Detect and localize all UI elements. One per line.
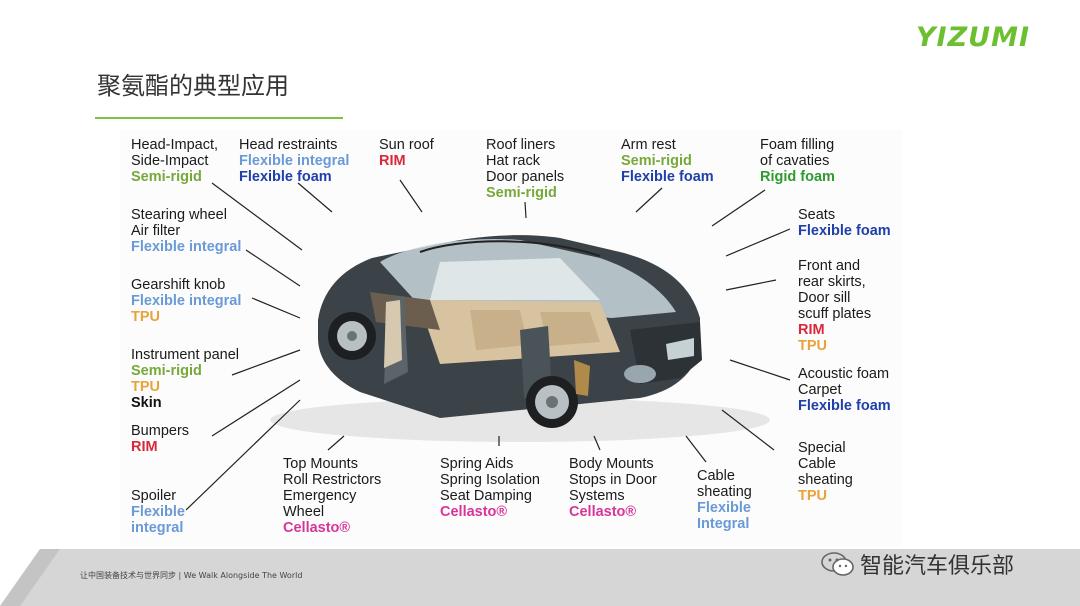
- label-text: Seat Damping: [440, 488, 532, 504]
- label-text: Gearshift knob: [131, 277, 226, 293]
- label-gearshift-knob: Gearshift knob Flexible integral TPU: [131, 277, 241, 325]
- label-cable-sheating: Cable sheating Flexible Integral: [697, 468, 752, 532]
- label-text: Emergency: [283, 488, 357, 504]
- label-text: Spring Aids: [440, 456, 514, 472]
- label-text: Side-Impact: [131, 153, 209, 169]
- label-text: Spring Isolation: [440, 472, 540, 488]
- material-semi-rigid: Semi-rigid: [621, 153, 692, 169]
- label-body-mounts: Body Mounts Stops in Door Systems Cellas…: [569, 456, 657, 520]
- brand-logo: YIZUMI: [916, 22, 1031, 53]
- material-tpu: TPU: [131, 309, 160, 325]
- label-text: Door sill: [798, 290, 851, 306]
- label-head-impact: Head-Impact, Side-Impact Semi-rigid: [131, 137, 218, 185]
- material-rigid-foam: Rigid foam: [760, 169, 835, 185]
- label-text: Bumpers: [131, 423, 190, 439]
- material-flexible-foam: Flexible foam: [239, 169, 332, 185]
- material-rim: RIM: [798, 322, 825, 338]
- material-flexible-integral: Integral: [697, 516, 750, 532]
- material-semi-rigid: Semi-rigid: [486, 185, 557, 201]
- label-text: Air filter: [131, 223, 181, 239]
- label-top-mounts: Top Mounts Roll Restrictors Emergency Wh…: [283, 456, 381, 536]
- label-text: Top Mounts: [283, 456, 358, 472]
- title-underline: [95, 117, 343, 119]
- label-text: Foam filling: [760, 137, 835, 153]
- label-text: Hat rack: [486, 153, 540, 169]
- label-seats: Seats Flexible foam: [798, 207, 891, 239]
- material-semi-rigid: Semi-rigid: [131, 363, 202, 379]
- label-text: Stops in Door: [569, 472, 657, 488]
- label-text: sheating: [697, 484, 752, 500]
- label-spring-aids: Spring Aids Spring Isolation Seat Dampin…: [440, 456, 540, 520]
- label-text: Systems: [569, 488, 625, 504]
- material-tpu: TPU: [131, 379, 160, 395]
- label-bumpers: Bumpers RIM: [131, 423, 189, 455]
- label-spoiler: Spoiler Flexible integral: [131, 488, 185, 536]
- material-semi-rigid: Semi-rigid: [131, 169, 202, 185]
- label-skirts: Front and rear skirts, Door sill scuff p…: [798, 258, 871, 354]
- label-text: scuff plates: [798, 306, 872, 322]
- label-text: of cavaties: [760, 153, 830, 169]
- label-acoustic-foam: Acoustic foam Carpet Flexible foam: [798, 366, 891, 414]
- material-flexible-integral: Flexible: [131, 504, 185, 520]
- material-flexible-foam: Flexible foam: [798, 223, 891, 239]
- page-title: 聚氨酯的典型应用: [97, 72, 289, 100]
- label-text: Head restraints: [239, 137, 338, 153]
- label-text: Acoustic foam: [798, 366, 890, 382]
- material-skin: Skin: [131, 395, 162, 411]
- label-text: Arm rest: [621, 137, 676, 153]
- label-text: Roof liners: [486, 137, 556, 153]
- label-arm-rest: Arm rest Semi-rigid Flexible foam: [621, 137, 714, 185]
- material-flexible-integral: Flexible integral: [131, 239, 242, 255]
- label-instrument-panel: Instrument panel Semi-rigid TPU Skin: [131, 347, 239, 411]
- label-text: Spoiler: [131, 488, 177, 504]
- material-cellasto: Cellasto®: [569, 504, 637, 520]
- label-foam-filling: Foam filling of cavaties Rigid foam: [760, 137, 835, 185]
- label-text: Door panels: [486, 169, 565, 185]
- label-steering-wheel: Stearing wheel Air filter Flexible integ…: [131, 207, 241, 255]
- material-tpu: TPU: [798, 338, 827, 354]
- label-text: Head-Impact,: [131, 137, 219, 153]
- label-roof-liners: Roof liners Hat rack Door panels Semi-ri…: [486, 137, 564, 201]
- material-rim: RIM: [131, 439, 158, 455]
- label-text: Front and: [798, 258, 861, 274]
- label-text: Carpet: [798, 382, 842, 398]
- account-name: 智能汽车俱乐部: [860, 554, 1015, 579]
- car-illustration: [270, 235, 770, 442]
- label-text: Instrument panel: [131, 347, 240, 363]
- material-flexible-foam: Flexible foam: [798, 398, 891, 414]
- material-flexible-foam: Flexible foam: [621, 169, 714, 185]
- material-flexible-integral: integral: [131, 520, 184, 536]
- material-flexible-integral: Flexible integral: [131, 293, 242, 309]
- material-flexible-integral: Flexible: [697, 500, 751, 516]
- wechat-icon: [821, 552, 854, 576]
- label-text: Cable: [798, 456, 836, 472]
- material-cellasto: Cellasto®: [440, 504, 508, 520]
- label-text: Cable: [697, 468, 735, 484]
- label-text: Body Mounts: [569, 456, 654, 472]
- material-cellasto: Cellasto®: [283, 520, 351, 536]
- label-text: rear skirts,: [798, 274, 866, 290]
- label-text: Special: [798, 440, 846, 456]
- material-rim: RIM: [379, 153, 406, 169]
- label-text: Roll Restrictors: [283, 472, 382, 488]
- label-special-cable: Special Cable sheating TPU: [798, 440, 853, 504]
- label-text: Wheel: [283, 504, 325, 520]
- label-text: Sun roof: [379, 137, 434, 153]
- label-head-restraints: Head restraints Flexible integral Flexib…: [239, 137, 349, 185]
- label-text: Stearing wheel: [131, 207, 227, 223]
- footer-slogan: 让中国装备技术与世界同步 | We Walk Alongside The Wor…: [80, 571, 303, 580]
- material-tpu: TPU: [798, 488, 827, 504]
- label-text: sheating: [798, 472, 853, 488]
- material-flexible-integral: Flexible integral: [239, 153, 350, 169]
- label-sun-roof: Sun roof RIM: [379, 137, 434, 169]
- leader-lines: [185, 179, 791, 511]
- label-text: Seats: [798, 207, 836, 223]
- footer-band: [0, 549, 1080, 606]
